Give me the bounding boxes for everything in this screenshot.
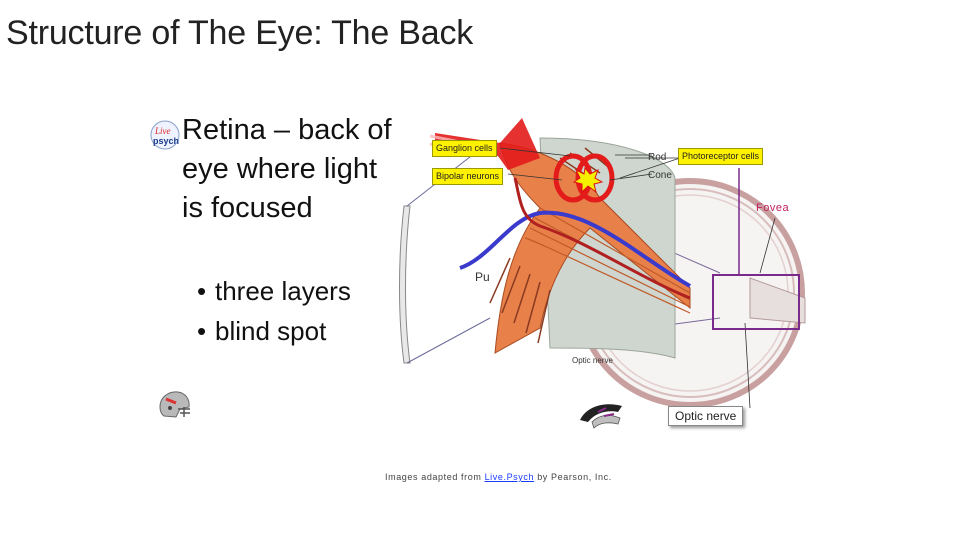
- credit-prefix: Images adapted from: [385, 472, 482, 482]
- ganglion-cells-callout: Ganglion cells: [432, 140, 497, 157]
- sub-bullet-list: • three layers • blind spot: [197, 271, 351, 351]
- sub-bullet-three-layers: • three layers: [197, 271, 351, 311]
- cone-label: Cone: [648, 170, 672, 181]
- bullet-marker: •: [197, 316, 207, 346]
- optic-nerve-label: Optic nerve: [668, 406, 744, 426]
- bullet-marker: •: [197, 276, 207, 306]
- highlight-rings: [553, 153, 615, 203]
- callout-lines: [499, 147, 776, 409]
- fovea-highlight-box: [712, 274, 800, 330]
- image-credit: Images adapted from Live.Psych by Pearso…: [385, 472, 612, 482]
- sub-bullet-text: three layers: [215, 276, 351, 306]
- retina-bullet: Retina – back of eye where light is focu…: [182, 114, 392, 224]
- sub-bullet-blind-spot: • blind spot: [197, 311, 351, 351]
- audio-waveform-icon[interactable]: [578, 398, 630, 432]
- blue-vessel: [459, 210, 691, 288]
- bipolar-neurons-callout: Bipolar neurons: [432, 168, 504, 185]
- pupil-label: Pu: [475, 270, 490, 284]
- red-vessel: [513, 177, 691, 300]
- optic-nerve-stub: [749, 277, 806, 324]
- sub-bullet-text: blind spot: [215, 316, 327, 346]
- rod-label: Rod: [648, 152, 667, 163]
- credit-suffix: by Pearson, Inc.: [537, 472, 612, 482]
- svg-text:psych: psych: [153, 136, 179, 146]
- slide-title: Structure of The Eye: The Back: [6, 14, 474, 52]
- svg-text:Live: Live: [154, 126, 171, 136]
- livepsych-logo-icon: Live psych: [150, 120, 180, 150]
- live-psych-link[interactable]: Live.Psych: [484, 472, 535, 482]
- retina-diagram: [399, 118, 806, 409]
- fovea-label: Fovea: [756, 202, 790, 214]
- football-helmet-icon[interactable]: [156, 389, 192, 421]
- optic-nerve-small-label: Optic nerve: [572, 356, 613, 365]
- photoreceptor-cells-callout: Photoreceptor cells: [678, 148, 764, 165]
